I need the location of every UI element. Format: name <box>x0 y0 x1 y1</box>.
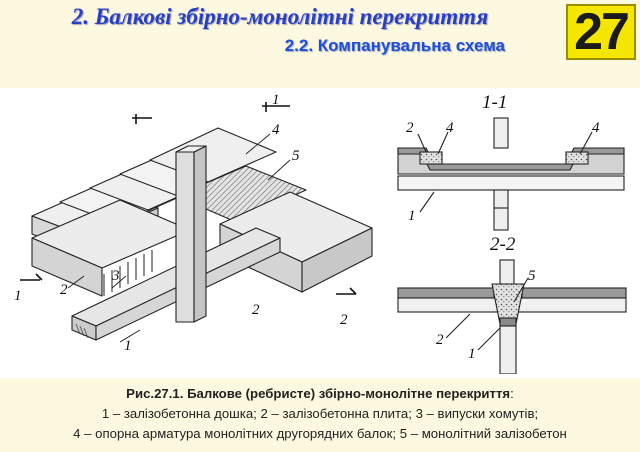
section-1-label-4-right: 4 <box>592 120 600 136</box>
section-1-column-top <box>493 117 509 149</box>
lower-slab-left-front <box>31 237 103 297</box>
section-1-title: 1-1 <box>482 92 507 113</box>
axon-label-4: 4 <box>272 122 280 138</box>
girder-hatching <box>75 323 89 339</box>
section-1-1 <box>397 117 625 231</box>
caption-title-suffix: : <box>510 386 514 401</box>
axon-label-1-top: 1 <box>272 92 280 108</box>
section-2-label-1: 1 <box>468 346 476 362</box>
caption-legend-line-1: 1 – залізобетонна дошка; 2 – залізобетон… <box>101 406 539 421</box>
axonometric-view <box>20 102 373 343</box>
section-1-label-1: 1 <box>408 208 416 224</box>
stirrup-outlets <box>103 250 153 296</box>
axon-label-3: 3 <box>111 268 120 284</box>
slide-number-badge: 27 <box>566 4 636 60</box>
section-1-column-bottom <box>493 189 509 231</box>
section-1-label-2: 2 <box>406 120 414 136</box>
section-2-label-5: 5 <box>528 268 536 284</box>
section-2-plank-right <box>517 297 627 313</box>
section-2-plank-left <box>397 297 499 313</box>
figure-drawings: 1 4 5 3 2 1 1 2 2 1-1 2 4 4 1 2-2 5 <box>14 92 627 374</box>
leader-lines <box>67 133 291 343</box>
lower-slab-right-side <box>301 227 373 293</box>
axon-label-1-bottom: 1 <box>124 338 132 354</box>
slide-header: 2. Балкові збірно-монолітні перекриття 2… <box>0 0 640 88</box>
caption-legend-line-2: 4 – опорна арматура монолітних другорядн… <box>73 426 567 441</box>
axon-label-5: 5 <box>292 148 300 164</box>
section-1-plank <box>397 175 625 191</box>
axon-label-2-far-right: 2 <box>340 312 348 328</box>
slide-title: 2. Балкові збірно-монолітні перекриття <box>71 4 489 29</box>
column-top <box>175 145 207 153</box>
axon-label-2-right: 2 <box>252 302 260 318</box>
section-2-2 <box>397 259 627 374</box>
section-2-slab-left <box>397 287 495 299</box>
section-2-slab-right <box>521 287 627 299</box>
caption-title: Рис.27.1. Балкове (ребристе) збірно-моно… <box>126 386 511 401</box>
section-2-rib-base <box>499 317 517 327</box>
section-1-label-4-left: 4 <box>446 120 454 136</box>
column-side <box>193 145 207 323</box>
caption-title-line: Рис.27.1. Балкове (ребристе) збірно-моно… <box>0 386 640 401</box>
slide-subtitle: 2.2. Компанувальна схема <box>284 36 505 55</box>
axon-label-1-left: 1 <box>14 288 22 304</box>
figure-caption: Рис.27.1. Балкове (ребристе) збірно-моно… <box>0 378 640 452</box>
section-2-column-top <box>499 259 515 285</box>
section-1-infill-left <box>419 151 443 165</box>
slide-number: 27 <box>574 3 630 61</box>
axon-label-2-left: 2 <box>60 282 68 298</box>
section-2-column-bottom <box>499 325 517 374</box>
section-2-title: 2-2 <box>490 234 516 255</box>
section-marks <box>20 102 357 295</box>
section-2-label-2: 2 <box>436 332 444 348</box>
monolithic-strip <box>175 165 307 223</box>
section-1-infill-right <box>565 151 589 165</box>
column-front <box>175 151 195 323</box>
